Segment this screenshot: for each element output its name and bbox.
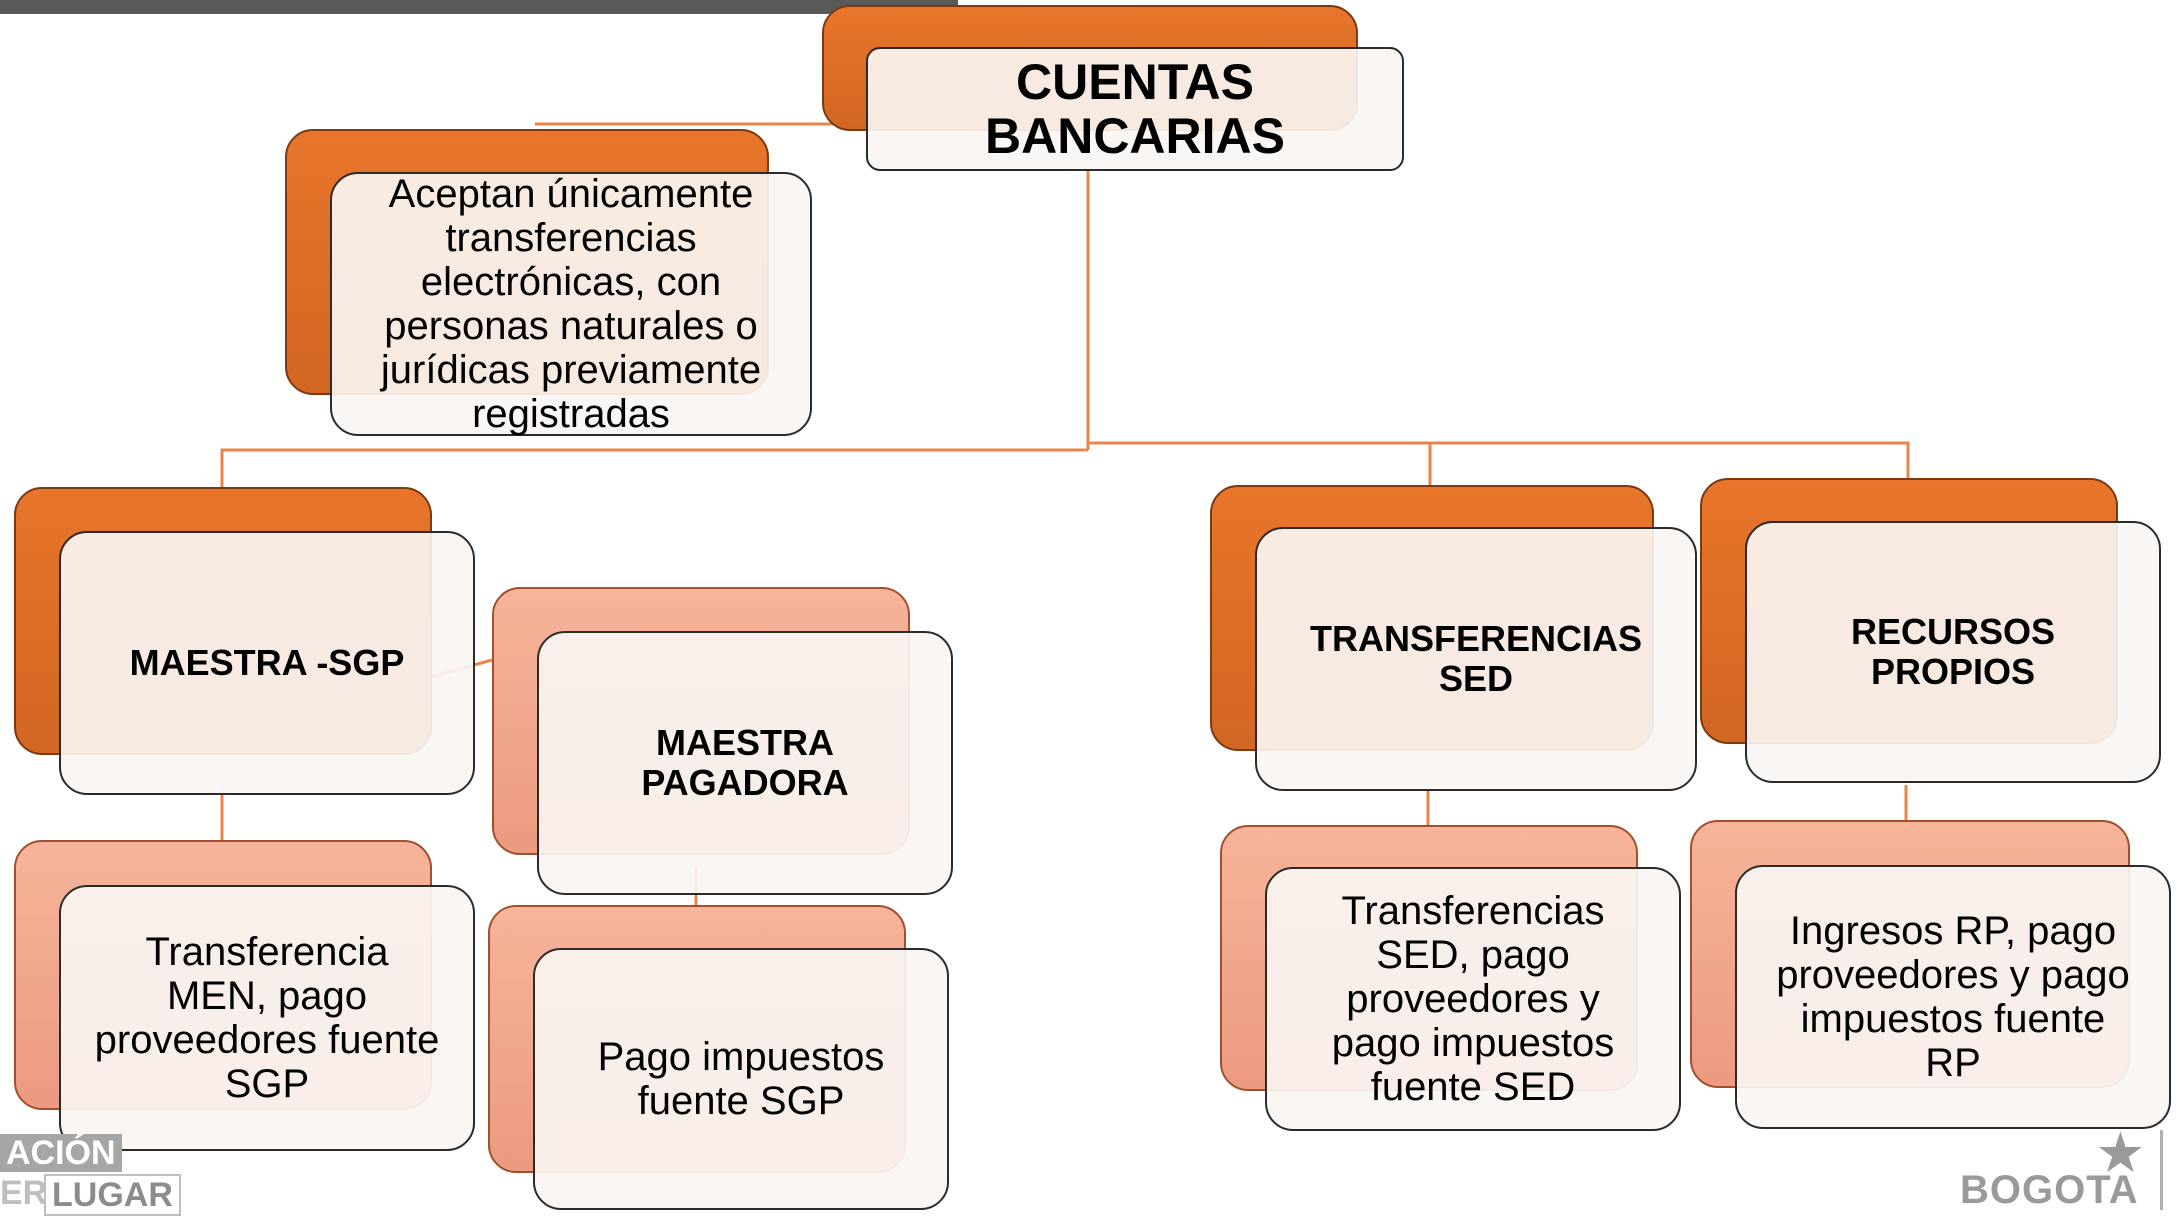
maestra-sgp-label: MAESTRA -SGP (129, 642, 405, 683)
left-logo-line-2a: ER (0, 1174, 48, 1212)
title-line-1: CUENTAS (1016, 54, 1254, 110)
transferencias-sed-detail-3: proveedores y (1346, 977, 1600, 1021)
note-line-2: transferencias (445, 216, 697, 260)
recursos-propios-detail-box: Ingresos RP, pago proveedores y pago imp… (1735, 865, 2171, 1129)
transferencias-sed-detail-5: fuente SED (1370, 1065, 1576, 1109)
note-line-4: personas naturales o (384, 304, 758, 348)
transferencias-sed-label-2: SED (1438, 658, 1513, 699)
note-line-5: jurídicas previamente (380, 348, 762, 392)
transferencias-sed-box: TRANSFERENCIAS SED (1255, 527, 1697, 791)
bogota-logo-text: BOGOTA (1960, 1168, 2139, 1212)
maestra-pagadora-label-1: MAESTRA (656, 722, 834, 763)
left-logo: ACIÓN ER LUGAR (0, 1134, 181, 1216)
connector-right-branch (1088, 441, 1432, 485)
connector-left-branch (220, 448, 1088, 490)
transferencias-sed-label-1: TRANSFERENCIAS (1309, 618, 1642, 659)
title-box: CUENTAS BANCARIAS (866, 47, 1404, 171)
maestra-sgp-detail-box: Transferencia MEN, pago proveedores fuen… (59, 885, 475, 1151)
recursos-propios-detail-1: Ingresos RP, pago (1789, 909, 2117, 953)
star-icon: ★ (2098, 1125, 2143, 1181)
recursos-propios-detail-2: proveedores y pago (1776, 953, 2130, 997)
transferencias-sed-detail-2: SED, pago (1376, 933, 1570, 977)
logo-separator (2160, 1130, 2163, 1210)
note-line-1: Aceptan únicamente (388, 172, 754, 216)
recursos-propios-detail-4: RP (1925, 1041, 1981, 1085)
transferencias-sed-detail-1: Transferencias (1341, 889, 1605, 933)
recursos-propios-box: RECURSOS PROPIOS (1745, 521, 2161, 783)
maestra-sgp-detail-1: Transferencia (145, 930, 389, 974)
maestra-pagadora-label-2: PAGADORA (641, 762, 849, 803)
transferencias-sed-detail-box: Transferencias SED, pago proveedores y p… (1265, 867, 1681, 1131)
recursos-propios-label-1: RECURSOS (1850, 611, 2056, 652)
maestra-sgp-box: MAESTRA -SGP (59, 531, 475, 795)
maestra-sgp-detail-2: MEN, pago (166, 974, 368, 1018)
note-box: Aceptan únicamente transferencias electr… (330, 172, 812, 436)
maestra-pagadora-box: MAESTRA PAGADORA (537, 631, 953, 895)
left-logo-line-2b: LUGAR (44, 1174, 181, 1216)
recursos-propios-detail-3: impuestos fuente (1800, 997, 2106, 1041)
maestra-sgp-detail-4: SGP (224, 1062, 310, 1106)
maestra-sgp-detail-3: proveedores fuente (94, 1018, 440, 1062)
left-logo-line-1: ACIÓN (0, 1134, 122, 1172)
maestra-pagadora-detail-2: fuente SGP (637, 1079, 845, 1123)
connector-right-branch-2 (1088, 441, 1910, 478)
title-line-2: BANCARIAS (985, 108, 1285, 164)
recursos-propios-label-2: PROPIOS (1870, 651, 2036, 692)
note-line-6: registradas (472, 392, 670, 436)
maestra-pagadora-detail-box: Pago impuestos fuente SGP (533, 948, 949, 1210)
maestra-pagadora-detail-1: Pago impuestos (597, 1035, 885, 1079)
transferencias-sed-detail-4: pago impuestos (1331, 1021, 1615, 1065)
top-bar (0, 0, 958, 14)
bogota-logo: ★ BOGOTA (1960, 1125, 2170, 1212)
note-line-3: electrónicas, con (420, 260, 722, 304)
